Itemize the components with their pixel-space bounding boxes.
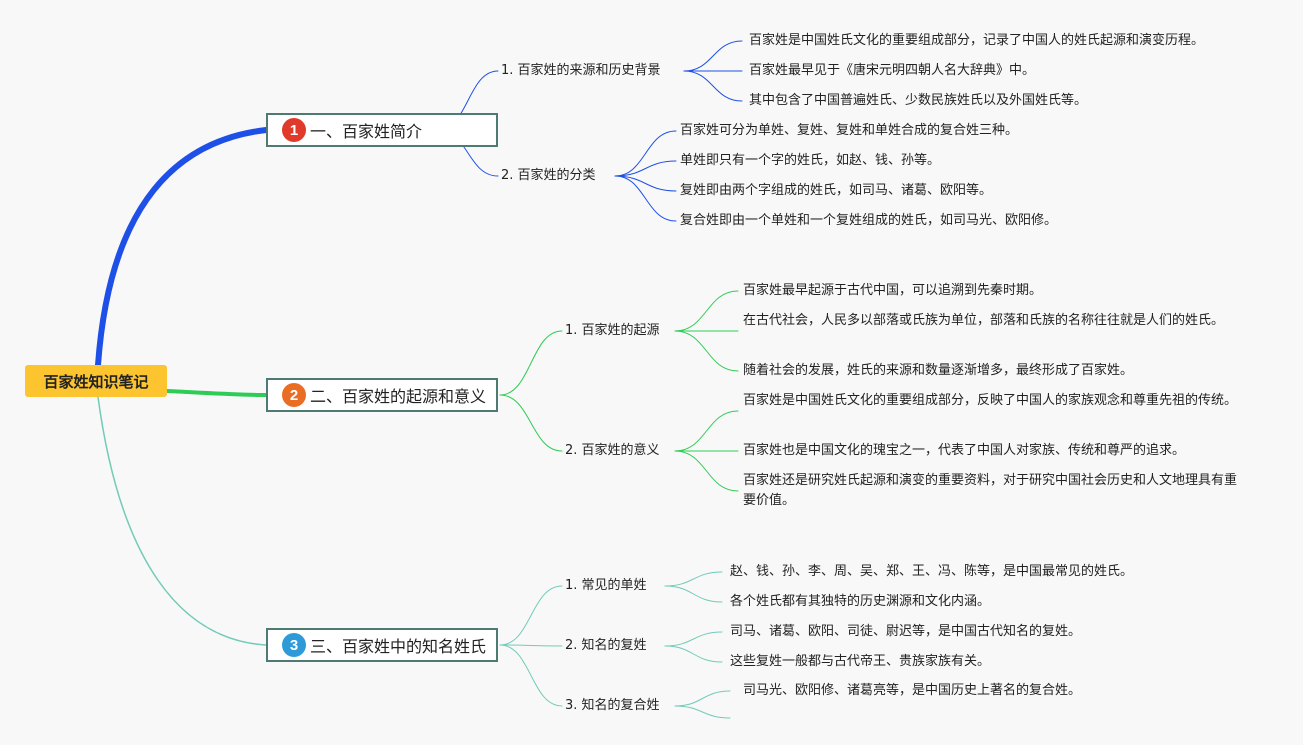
leaf-link [614,160,677,177]
leaf-note[interactable]: 复合姓即由一个单姓和一个复姓组成的姓氏，如司马光、欧阳修。 [680,213,1058,228]
leaf-link [664,631,723,647]
branch-link [499,585,563,646]
leaf-note[interactable]: 赵、钱、孙、李、周、吴、郑、王、冯、陈等，是中国最常见的姓氏。 [730,564,1134,579]
branch-title: 二、百家姓的起源和意义 [310,387,487,406]
leaf-link [614,130,677,177]
branch-topic-introduction[interactable]: 1 一、百家姓简介 [266,113,498,147]
leaf-link [614,175,677,222]
subtopic-origin[interactable]: 1. 百家姓的起源 [565,323,660,338]
leaf-note[interactable]: 百家姓最早起源于古代中国，可以追溯到先秦时期。 [743,283,1043,298]
subtopic-common-single-surnames[interactable]: 1. 常见的单姓 [565,578,647,593]
leaf-link [674,690,731,707]
subtopic-famous-compound-surnames[interactable]: 2. 知名的复姓 [565,638,647,653]
subtopic-classification[interactable]: 2. 百家姓的分类 [501,168,596,183]
leaf-note[interactable]: 百家姓可分为单姓、复姓、复姓和单姓合成的复合姓三种。 [680,123,1019,138]
leaf-note[interactable]: 在古代社会，人民多以部落或氏族为单位，部落和氏族的名称往往就是人们的姓氏。 [743,313,1225,328]
leaf-note[interactable]: 随着社会的发展，姓氏的来源和数量逐渐增多，最终形成了百家姓。 [743,363,1134,378]
branch-title: 一、百家姓简介 [310,122,423,141]
leaf-note[interactable]: 司马、诸葛、欧阳、司徒、尉迟等，是中国古代知名的复姓。 [730,624,1082,639]
root-branch-line [97,396,267,646]
leaf-link [664,585,723,603]
leaf-note[interactable]: 百家姓最早见于《唐宋元明四朝人名大辞典》中。 [749,63,1036,78]
leaf-link [674,410,739,452]
leaf-note[interactable]: 其中包含了中国普遍姓氏、少数民族姓氏以及外国姓氏等。 [749,93,1088,108]
leaf-link [674,705,731,719]
leaf-note[interactable]: 百家姓是中国姓氏文化的重要组成部分，反映了中国人的家族观念和尊重先祖的传统。 [743,393,1238,408]
leaf-note[interactable]: 百家姓还是研究姓氏起源和演变的重要资料，对于研究中国社会历史和人文地理具有重要价… [743,473,1238,508]
subtopic-source-history[interactable]: 1. 百家姓的来源和历史背景 [501,63,661,78]
leaf-note[interactable]: 百家姓是中国姓氏文化的重要组成部分，记录了中国人的姓氏起源和演变历程。 [749,33,1205,48]
branch-topic-origin-meaning[interactable]: 2 二、百家姓的起源和意义 [266,378,498,412]
number-badge: 2 [282,383,306,407]
leaf-note[interactable]: 百家姓也是中国文化的瑰宝之一，代表了中国人对家族、传统和尊严的追求。 [743,443,1186,458]
leaf-note[interactable]: 单姓即只有一个字的姓氏，如赵、钱、孙等。 [680,153,941,168]
subtopic-meaning[interactable]: 2. 百家姓的意义 [565,443,660,458]
leaf-note[interactable]: 这些复姓一般都与古代帝王、贵族家族有关。 [730,654,991,669]
leaf-note[interactable]: 各个姓氏都有其独特的历史渊源和文化内涵。 [730,594,991,609]
leaf-link [674,290,739,332]
leaf-link [664,645,723,663]
number-badge: 1 [282,118,306,142]
root-branch-line [95,127,269,368]
leaf-link [614,175,677,192]
branch-link [499,394,563,452]
leaf-link [683,70,743,102]
subtopic-famous-combined-surnames[interactable]: 3. 知名的复合姓 [565,698,660,713]
branch-link [499,330,563,396]
root-topic[interactable]: 百家姓知识笔记 [25,365,167,397]
number-badge: 3 [282,633,306,657]
root-branch-line [165,389,268,397]
branch-title: 三、百家姓中的知名姓氏 [310,637,487,656]
leaf-link [674,450,739,492]
leaf-link [664,571,723,587]
branch-topic-famous-surnames[interactable]: 3 三、百家姓中的知名姓氏 [266,628,498,662]
leaf-note[interactable]: 复姓即由两个字组成的姓氏，如司马、诸葛、欧阳等。 [680,183,993,198]
branch-link [499,644,563,647]
branch-link [499,644,563,707]
leaf-note[interactable]: 司马光、欧阳修、诸葛亮等，是中国历史上著名的复合姓。 [743,683,1082,698]
leaf-link [674,330,739,372]
leaf-link [683,40,743,72]
